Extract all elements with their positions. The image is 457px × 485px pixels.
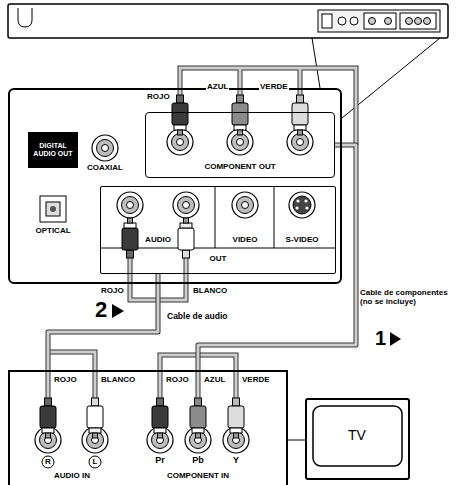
section-label: DIGITAL AUDIO OUT <box>28 142 78 157</box>
s-video-pin <box>304 199 307 202</box>
zoom-leader <box>312 38 320 88</box>
section-label: COMPONENT OUT <box>204 162 275 171</box>
plug <box>122 218 138 258</box>
cable-wire <box>48 68 356 398</box>
cable-outline <box>48 68 356 398</box>
plug <box>178 218 194 258</box>
callout-number: 1 <box>374 327 387 350</box>
port-label: S-VIDEO <box>286 235 319 244</box>
wire-color: VERDE <box>241 375 271 384</box>
device-label: TV <box>348 427 366 443</box>
wire-color: VERDE <box>259 82 289 91</box>
plug <box>228 398 244 438</box>
connector-stroke <box>288 440 305 441</box>
connector-stroke <box>198 145 356 370</box>
callout-number: 2 <box>94 297 108 322</box>
plug <box>152 398 168 438</box>
optical-port <box>40 196 66 222</box>
plug <box>292 95 308 135</box>
cable <box>48 274 158 370</box>
plug <box>190 398 206 438</box>
player-port <box>350 17 358 25</box>
channel-circle <box>89 456 101 468</box>
wire-color: ROJO <box>165 375 190 384</box>
player-body <box>8 4 448 38</box>
s-video-pin <box>295 206 298 209</box>
cable-label: Cable de audio <box>166 312 228 322</box>
section-label: OUT <box>210 254 227 263</box>
s-video-pin <box>305 206 308 209</box>
player-port <box>369 18 376 25</box>
port-label: AUDIO <box>145 235 171 244</box>
player-port <box>322 14 332 28</box>
port-label: VIDEO <box>233 235 258 244</box>
cable <box>198 145 356 370</box>
video-jack <box>232 192 258 218</box>
tv-input-panel: AUDIO IN COMPONENT IN <box>8 370 288 485</box>
component-out-group: COMPONENT OUT <box>145 112 335 178</box>
audio-jack <box>173 192 199 218</box>
section-label: COMPONENT IN <box>167 471 229 480</box>
s-video-pin <box>296 199 299 202</box>
player-jack-area <box>318 10 440 32</box>
step-arrow <box>112 304 124 318</box>
tv-screen <box>313 406 402 466</box>
wire-color: BLANCO <box>192 286 228 295</box>
player-port <box>364 13 396 29</box>
audio-jack <box>117 192 143 218</box>
channel-circle <box>42 456 54 468</box>
optical-port <box>50 206 56 212</box>
player-port <box>385 18 392 25</box>
connector-stroke <box>198 145 356 370</box>
player-port <box>400 13 436 29</box>
rear-panel: COAXIAL OPTICAL DIGITAL AUDIO OUT COMPONENT… <box>8 88 342 284</box>
wire-color: AZUL <box>206 82 229 91</box>
wire-color: ROJO <box>146 92 171 101</box>
cable-wire <box>48 68 356 398</box>
wire-color: ROJO <box>53 375 78 384</box>
optical-port <box>46 202 60 216</box>
s-video-jack <box>289 192 315 218</box>
section-label: AUDIO IN <box>54 471 90 480</box>
plug <box>40 398 56 438</box>
player-port <box>415 18 422 25</box>
digital-audio-plate: DIGITAL AUDIO OUT <box>28 132 78 168</box>
cable-core <box>48 68 356 398</box>
player-port <box>424 18 431 25</box>
signal-name: Pb <box>191 455 205 465</box>
connector-stroke <box>48 274 158 370</box>
separator <box>274 186 275 248</box>
out-group: AUDIO VIDEO S-VIDEO OUT <box>100 186 336 274</box>
zoom-leader <box>288 440 305 441</box>
wire-color: BLANCO <box>100 375 136 384</box>
tv-set: TV <box>305 398 410 480</box>
player-mark <box>18 8 32 27</box>
cable-label: Cable de componentes (no se incluye) <box>359 288 456 306</box>
coaxial-jack <box>92 135 118 161</box>
player-port <box>338 17 346 25</box>
player-port <box>406 18 413 25</box>
separator <box>215 186 216 248</box>
port-label: COAXIAL <box>87 163 123 172</box>
signal-name: Y <box>232 455 240 465</box>
signal-name: Pr <box>154 455 166 465</box>
step-arrow <box>390 332 401 346</box>
port-label: OPTICAL <box>35 226 70 235</box>
wire-color: ROJO <box>100 286 125 295</box>
plug <box>232 95 248 135</box>
plug <box>172 95 188 135</box>
s-video-jack <box>293 196 311 214</box>
plug <box>87 398 103 438</box>
wire-color: AZUL <box>203 375 226 384</box>
connector-stroke <box>48 274 158 370</box>
channel-mark: R <box>44 457 52 466</box>
channel-mark: L <box>92 457 99 466</box>
